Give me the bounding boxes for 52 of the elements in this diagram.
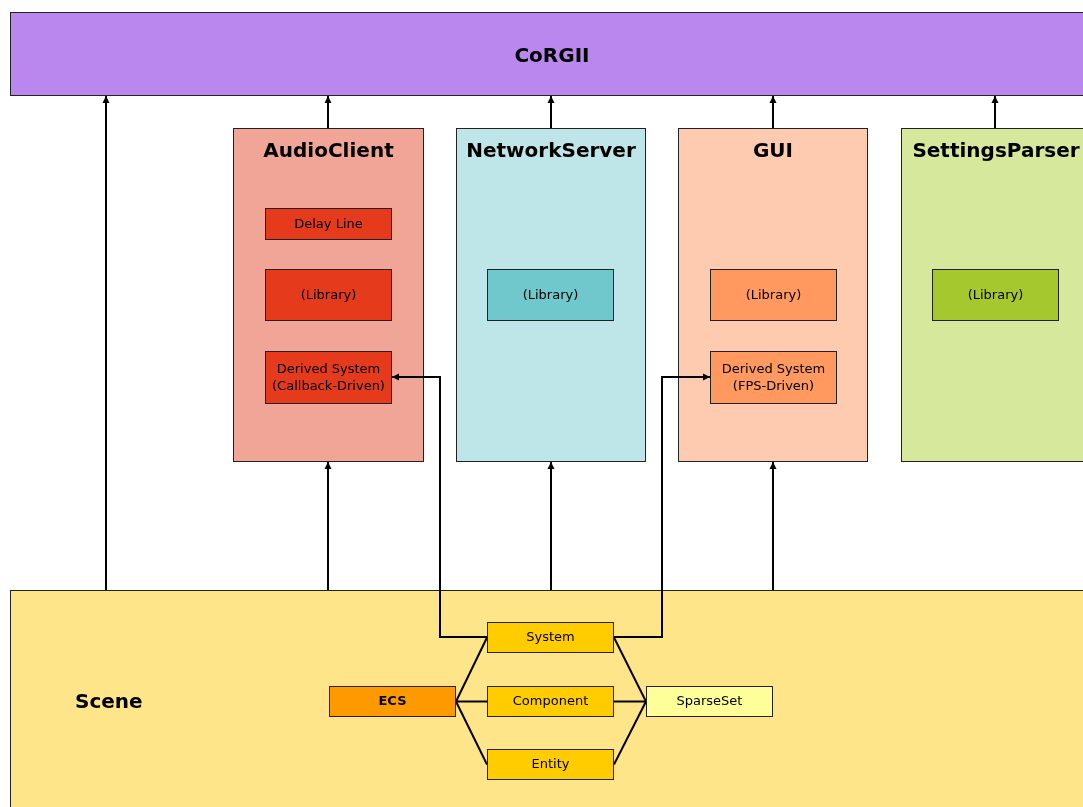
component-label: (Library) bbox=[744, 286, 803, 304]
system-band bbox=[10, 12, 1083, 96]
connector-line bbox=[455, 636, 488, 703]
arrow bbox=[324, 461, 332, 591]
arrow bbox=[391, 373, 488, 638]
arrow bbox=[613, 373, 711, 638]
component-label: SparseSet bbox=[675, 693, 744, 710]
component-box bbox=[710, 351, 837, 404]
scene-title: Scene bbox=[75, 689, 143, 713]
scene-panel bbox=[10, 590, 1083, 807]
arrow bbox=[547, 461, 555, 591]
component-label: Entity bbox=[530, 756, 571, 773]
component-label: Derived System (FPS-Driven) bbox=[720, 360, 827, 395]
component-box bbox=[487, 269, 614, 321]
component-label: Derived System (Callback-Driven) bbox=[271, 360, 386, 395]
component-box bbox=[646, 686, 773, 717]
component-box bbox=[487, 622, 614, 653]
arrow bbox=[102, 95, 110, 591]
component-label: (Library) bbox=[966, 286, 1025, 304]
connector-line bbox=[613, 700, 647, 766]
module-title: NetworkServer bbox=[466, 138, 636, 162]
component-label: Component bbox=[511, 693, 590, 710]
module-title: AudioClient bbox=[263, 138, 394, 162]
component-label: (Library) bbox=[299, 286, 358, 304]
component-box bbox=[932, 269, 1059, 321]
component-box bbox=[487, 686, 614, 717]
module-panel bbox=[901, 128, 1083, 462]
module-panel bbox=[678, 128, 868, 462]
connector-line bbox=[613, 636, 647, 703]
component-box bbox=[710, 269, 837, 321]
arrow bbox=[324, 95, 332, 129]
component-box bbox=[265, 351, 392, 404]
component-label: (Library) bbox=[521, 286, 580, 304]
arrow bbox=[547, 95, 555, 129]
connector-line bbox=[455, 700, 488, 703]
system-title: CoRGII bbox=[514, 43, 590, 67]
component-box bbox=[265, 208, 392, 240]
connector-line bbox=[613, 700, 647, 703]
component-box bbox=[329, 686, 456, 717]
component-box bbox=[487, 749, 614, 780]
arrow bbox=[769, 95, 777, 129]
component-label: Delay Line bbox=[293, 215, 364, 233]
module-panel bbox=[456, 128, 646, 462]
module-title: GUI bbox=[752, 138, 794, 162]
module-panel bbox=[233, 128, 424, 462]
component-box bbox=[265, 269, 392, 321]
arrow bbox=[769, 461, 777, 591]
component-label: System bbox=[525, 629, 576, 646]
connector-line bbox=[455, 700, 488, 766]
component-label: ECS bbox=[377, 693, 408, 710]
module-title: SettingsParser bbox=[912, 138, 1080, 162]
arrow bbox=[991, 95, 999, 129]
